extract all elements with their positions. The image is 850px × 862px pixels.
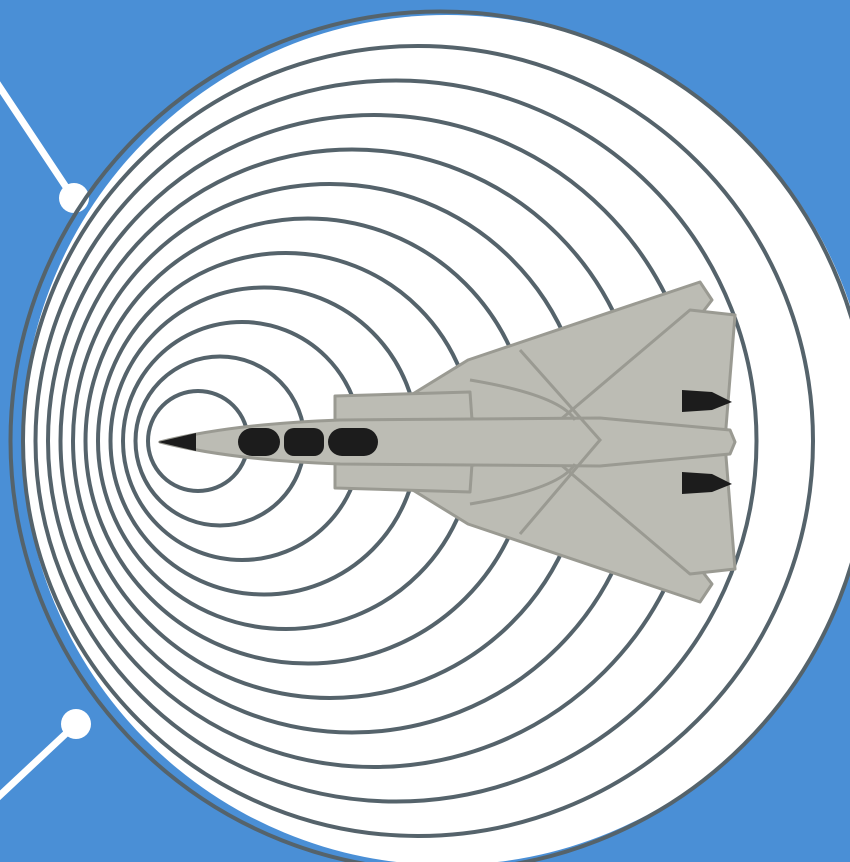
canopy-front (238, 428, 280, 456)
canopy-rear (328, 428, 378, 456)
connector-node-bottom (61, 709, 91, 739)
canopy-middle (284, 428, 324, 456)
